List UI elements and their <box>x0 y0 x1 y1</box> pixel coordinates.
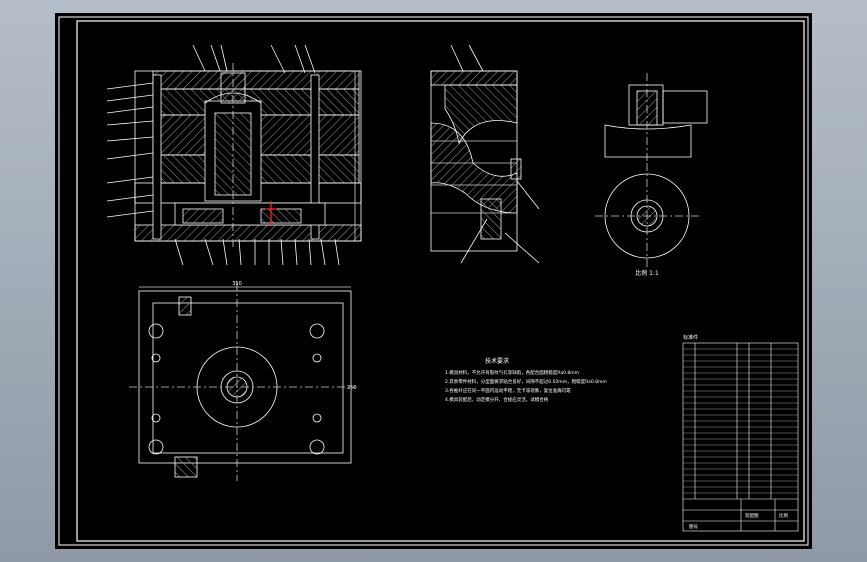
side-section-view[interactable] <box>430 44 540 264</box>
note-line: 2.其余零件材料，分型面要求贴合良好，间隙不超过0.02mm，粗糙度Ra0.8m… <box>445 378 607 385</box>
bom-table[interactable] <box>682 342 799 532</box>
dim-top: 350 <box>232 281 242 287</box>
note-line: 3.各推杆应在同一平面内运动平稳，无卡滞现象，复位准确可靠 <box>445 387 571 394</box>
bom-header: 标准件 <box>683 334 698 341</box>
note-line: 1.模具材料，不允许有裂纹气孔等缺陷，各配合面粗糙度Ra0.8mm <box>445 369 579 376</box>
title-block-name: 装配图 <box>745 512 759 519</box>
title-block-number: 图号 <box>689 524 698 530</box>
main-section-view[interactable] <box>106 44 362 266</box>
note-line: 4.模具装配后，动定模分开、合拢应灵活，试模合格 <box>445 396 549 403</box>
plan-view[interactable] <box>129 283 355 481</box>
inner-frame <box>76 20 805 542</box>
bom-rows <box>683 348 798 494</box>
dim-right: 250 <box>347 385 357 391</box>
title-block-scale: 比例 <box>779 512 788 519</box>
notes-title: 技术要求 <box>485 357 509 365</box>
cad-viewport[interactable]: 比例 1:1 350 250 技术要求 1.模具材料，不允许有裂纹气孔等缺陷，各… <box>55 13 812 549</box>
outer-frame <box>58 16 809 546</box>
part-detail-view[interactable] <box>595 73 708 269</box>
side-caption: 比例 1:1 <box>635 269 659 277</box>
